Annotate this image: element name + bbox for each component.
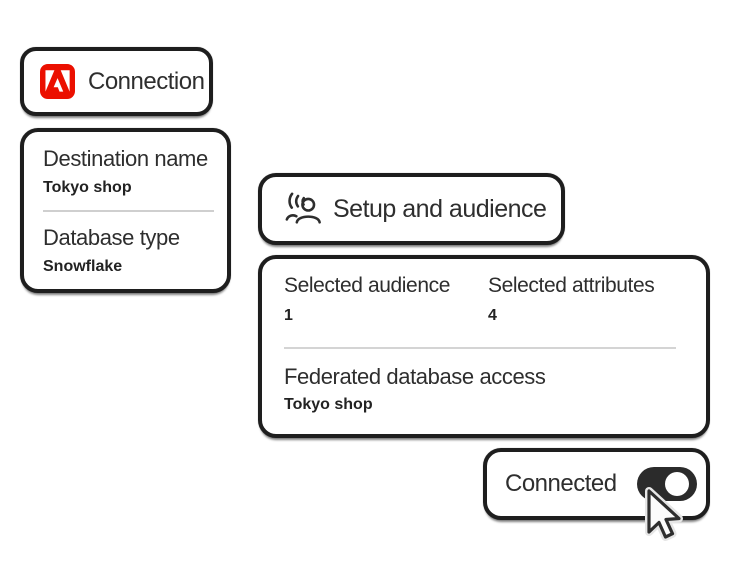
adobe-logo-icon [40, 64, 75, 99]
field-value: Tokyo shop [43, 179, 132, 196]
connected-label: Connected [505, 470, 617, 497]
connection-card: Connection [20, 47, 213, 116]
connected-toggle[interactable] [637, 467, 697, 501]
destination-card: Destination name Tokyo shop Database typ… [20, 128, 231, 293]
field-value: Snowflake [43, 258, 123, 275]
stat-label: Selected attributes [488, 274, 655, 297]
field-label: Database type [43, 225, 180, 250]
connected-card: Connected [483, 448, 710, 520]
stat-value: 1 [284, 307, 293, 324]
stat-value: 4 [488, 307, 497, 324]
federated-access-field: Federated database access Tokyo shop [284, 363, 676, 415]
setup-audience-card: Setup and audience [258, 173, 565, 245]
destination-name-field: Destination name Tokyo shop [43, 145, 214, 198]
summary-divider [284, 347, 676, 349]
summary-card: Selected audience 1 Selected attributes … [258, 255, 710, 438]
selected-attributes-stat: Selected attributes 4 [488, 273, 676, 326]
field-label: Destination name [43, 146, 208, 171]
database-type-field: Database type Snowflake [43, 224, 214, 277]
field-value: Tokyo shop [284, 396, 373, 413]
setup-title: Setup and audience [333, 194, 547, 223]
selected-audience-stat: Selected audience 1 [284, 273, 488, 326]
field-divider [43, 210, 214, 212]
connection-title: Connection [88, 67, 205, 95]
stat-label: Selected audience [284, 274, 450, 297]
toggle-knob [665, 472, 689, 496]
audience-icon [284, 190, 322, 228]
field-label: Federated database access [284, 364, 546, 389]
stats-row: Selected audience 1 Selected attributes … [284, 273, 676, 326]
